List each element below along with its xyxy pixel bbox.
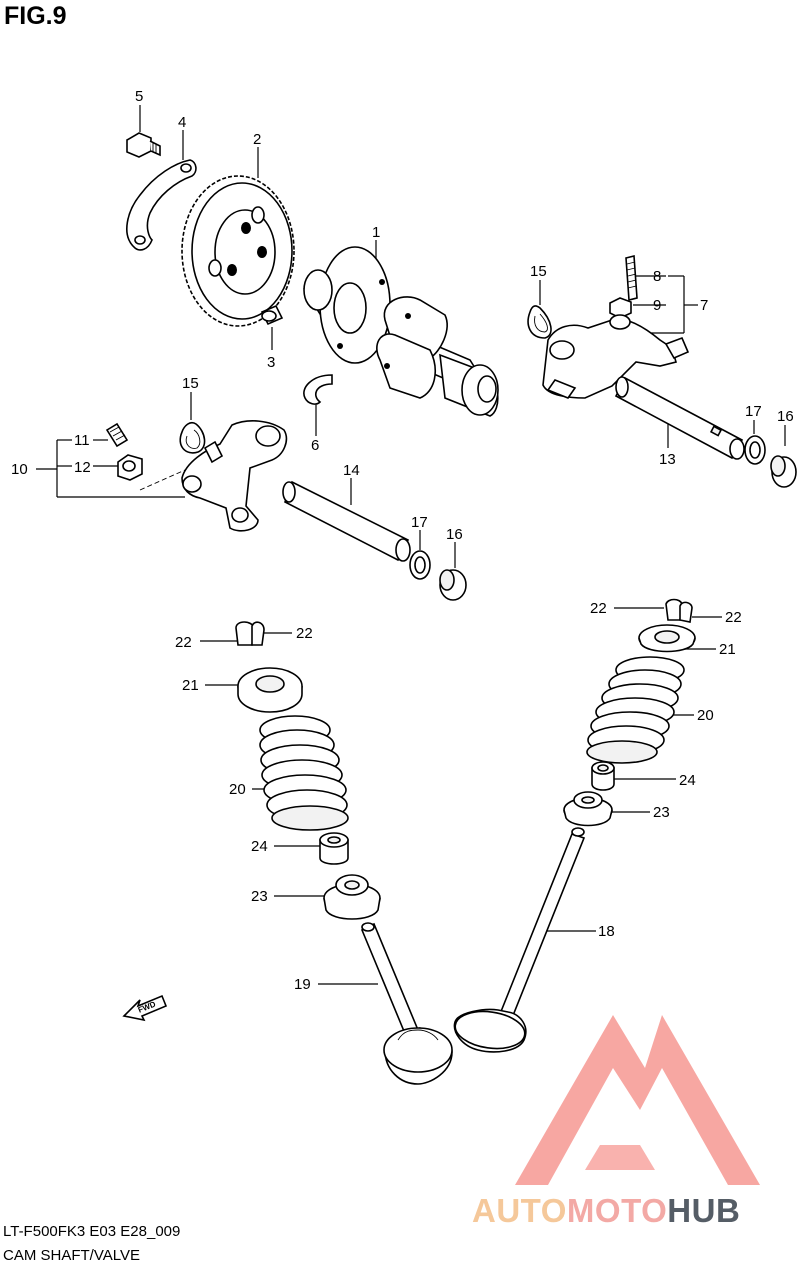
callout-17-left: 17 [411,514,428,531]
valve-part-18 [453,827,586,1053]
plug-part-16-right [770,455,797,488]
callout-22-left-a: 22 [175,634,192,651]
callout-5: 5 [135,88,143,105]
plug-part-16-left [439,569,467,601]
callout-22-left-b: 22 [296,625,313,642]
callout-8: 8 [653,268,661,285]
rocker-arm-part-7 [542,314,690,399]
oring-part-17-right [744,435,766,465]
callout-1: 1 [372,224,380,241]
callout-23-left: 23 [251,888,268,905]
camshaft-part-1 [302,246,499,417]
valve-part-19 [360,922,453,1085]
watermark-part-auto: AUTO [472,1192,567,1229]
callout-22-right-b: 22 [725,609,742,626]
oring-part-15-right [527,305,552,339]
callout-4: 4 [178,114,186,131]
callout-19: 19 [294,976,311,993]
cotter-part-22-right [665,598,693,623]
pin-part-3 [260,304,284,326]
callout-15-right: 15 [530,263,547,280]
spring-part-20-left [259,715,349,831]
callout-11: 11 [74,432,90,449]
callout-16-left: 16 [446,526,463,543]
oring-part-17-left [409,550,431,580]
callout-22-right-a: 22 [590,600,607,617]
seat-part-23-left [323,874,381,920]
adjuster-screw-part-11 [105,422,129,448]
adjuster-screw-part-8 [625,254,638,302]
callout-23-right: 23 [653,804,670,821]
callout-10: 10 [11,461,28,478]
diagram-code: LT-F500FK3 E03 E28_009 [3,1223,181,1240]
sprocket-part-2 [181,175,295,327]
watermark-part-moto: MOTO [566,1192,668,1229]
figure-title: FIG.9 [4,2,67,30]
rocker-shaft-part-13 [614,376,745,460]
watermark-logo [515,1015,760,1185]
cotter-part-22-left [235,621,265,646]
watermark-text: AUTOMOTOHUB [472,1192,740,1230]
seal-part-24-right [591,761,615,791]
nut-part-12 [117,454,143,481]
callout-labels: 5 4 2 1 15 8 7 9 3 15 17 16 11 6 13 12 1… [11,88,794,993]
rocker-shaft-part-14 [282,480,411,562]
callout-3: 3 [267,354,275,371]
rocker-arm-part-10 [181,420,288,532]
callout-24-right: 24 [679,772,696,789]
seal-part-24-left [319,832,349,865]
callout-20-right: 20 [697,707,714,724]
callout-21-right: 21 [719,641,736,658]
callout-14: 14 [343,462,360,479]
retainer-part-21-right [638,624,696,653]
diagram-name: CAM SHAFT/VALVE [3,1247,140,1264]
seat-part-23-right [563,791,613,827]
callout-24-left: 24 [251,838,268,855]
callout-18: 18 [598,923,615,940]
callout-12: 12 [74,459,91,476]
nut-part-9 [609,297,632,319]
bolt-part-5 [126,132,161,158]
plate-part-4 [126,159,197,251]
callout-2: 2 [253,131,261,148]
fwd-direction-arrow: FWD [122,994,168,1022]
callout-21-left: 21 [182,677,199,694]
watermark-part-hub: HUB [667,1192,741,1229]
callout-20-left: 20 [229,781,246,798]
spring-part-20-right [586,656,685,764]
callout-15-left: 15 [182,375,199,392]
clip-part-6 [303,374,333,405]
callout-13: 13 [659,451,676,468]
callout-6: 6 [311,437,319,454]
callout-7: 7 [700,297,708,314]
oring-part-15-left [179,421,206,454]
leader-lines [36,105,786,985]
callout-16-right: 16 [777,408,794,425]
callout-17-right: 17 [745,403,762,420]
callout-9: 9 [653,297,661,314]
retainer-part-21-left [237,667,303,713]
